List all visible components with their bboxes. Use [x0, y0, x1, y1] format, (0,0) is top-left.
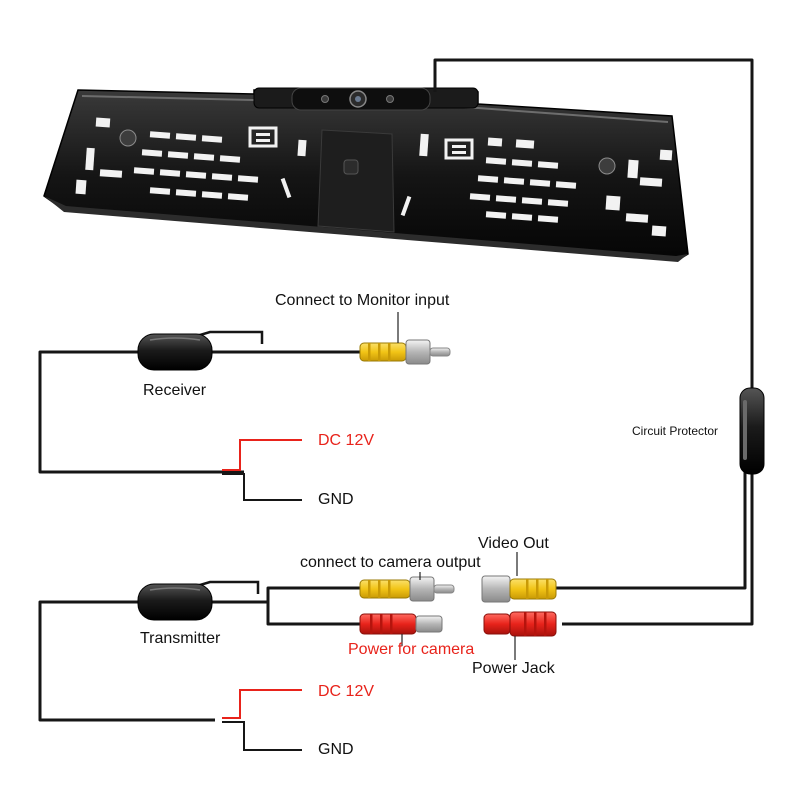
power-jack: [483, 611, 557, 637]
video-out-label: Video Out: [478, 535, 549, 552]
power-for-camera-dc-plug: [359, 613, 443, 635]
receiver-cable: [38, 350, 362, 474]
monitor-rca-plug: [359, 339, 451, 365]
circuit-protector: [739, 387, 765, 475]
camera-ir-led-icon: [386, 95, 394, 103]
plate-frame-bottom-edge: [44, 196, 688, 262]
camera-ir-led-icon: [321, 95, 329, 103]
camera-cable: [433, 58, 754, 626]
receiver-dc-12v-label: DC 12V: [318, 432, 375, 449]
power-jack-label: Power Jack: [472, 660, 555, 677]
receiver-power-wires: [222, 439, 302, 501]
camera-output-label: connect to camera output: [300, 554, 481, 571]
monitor-input-label: Connect to Monitor input: [275, 292, 450, 309]
transmitter-label: Transmitter: [140, 630, 221, 647]
screw-icon: [598, 157, 616, 175]
video-out-rca-socket: [481, 575, 557, 603]
screw-icon: [119, 129, 137, 147]
transmitter-gnd-label: GND: [318, 741, 354, 758]
plate-perforations: [75, 117, 673, 237]
transmitter-cable: [38, 586, 362, 722]
transmitter-box: [137, 583, 213, 621]
circuit-protector-label: Circuit Protector: [632, 424, 719, 438]
receiver-box: [137, 333, 213, 371]
license-plate-camera: [43, 87, 689, 262]
receiver-gnd-label: GND: [318, 491, 354, 508]
receiver-label: Receiver: [143, 382, 207, 399]
camera-output-rca-plug: [359, 576, 455, 602]
transmitter-dc-12v-label: DC 12V: [318, 683, 375, 700]
transmitter-power-wires: [222, 689, 302, 751]
power-for-camera-label: Power for camera: [348, 641, 475, 658]
